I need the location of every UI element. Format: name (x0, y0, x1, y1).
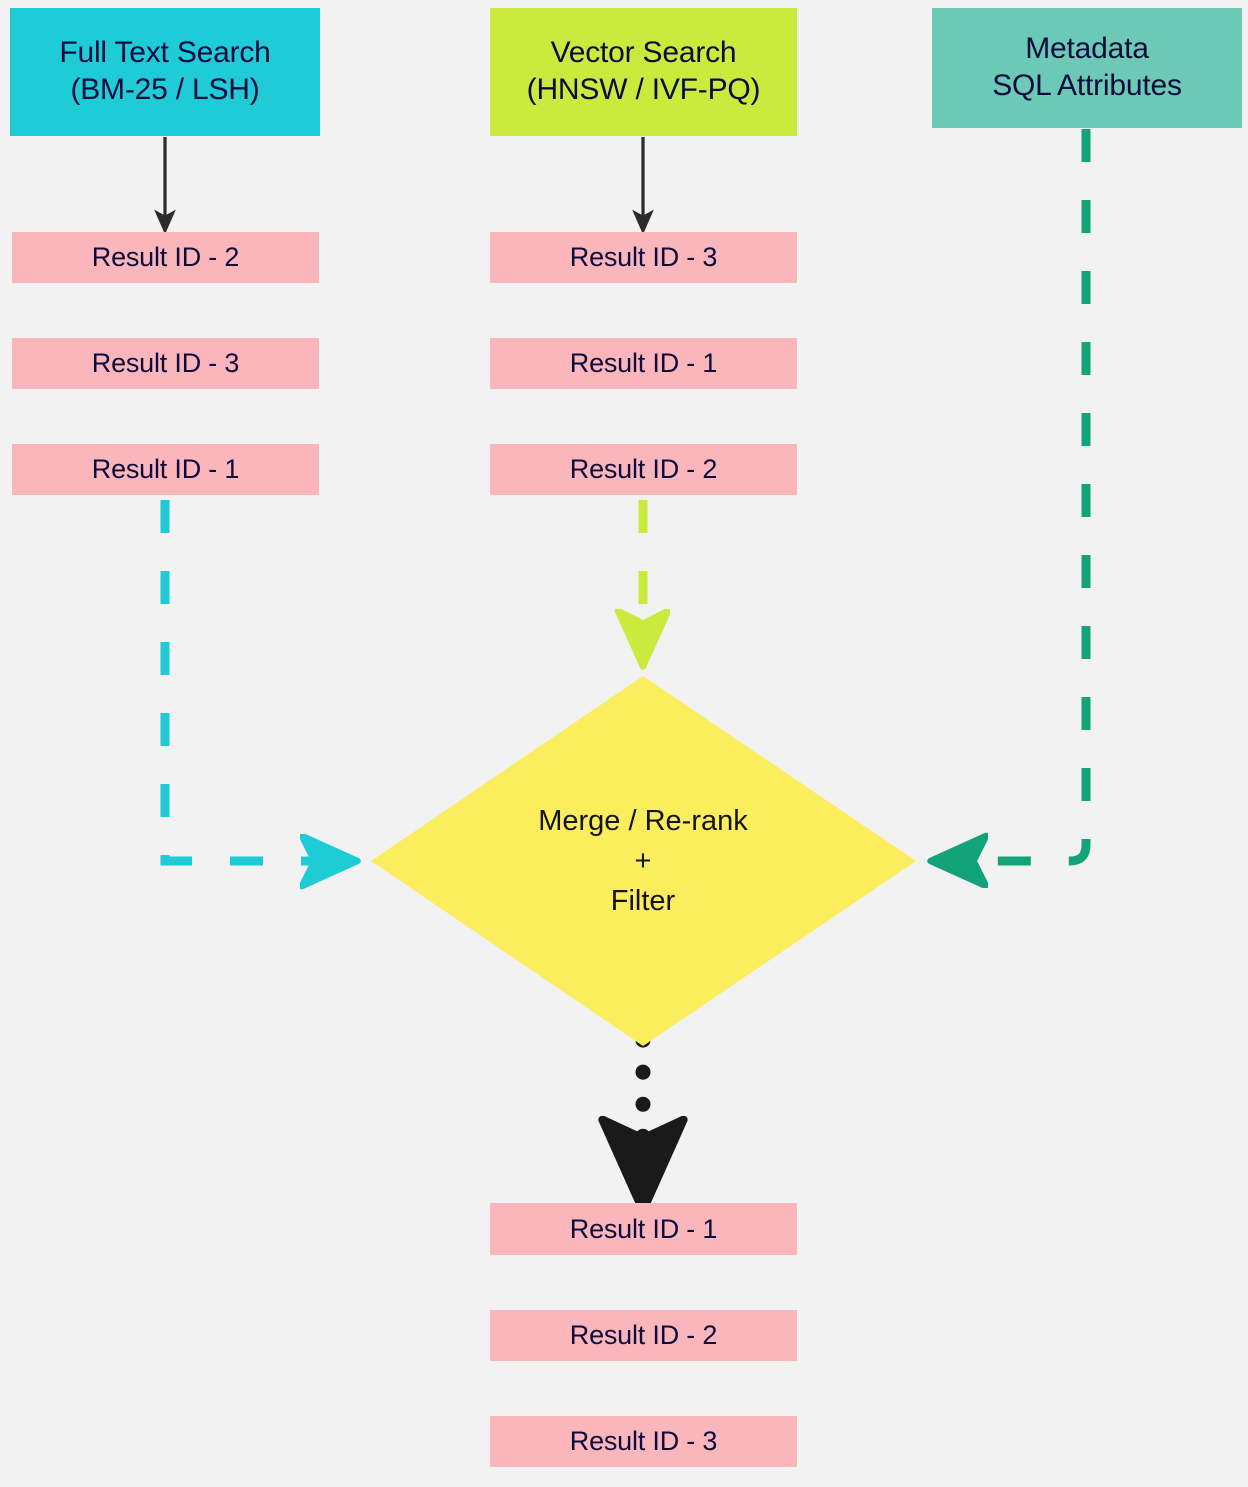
source-node-vector-search[interactable]: Vector Search (HNSW / IVF-PQ) (490, 8, 797, 136)
result-box-vector-2[interactable]: Result ID - 1 (490, 338, 797, 389)
result-box-vector-1[interactable]: Result ID - 3 (490, 232, 797, 283)
source-node-full-text-search[interactable]: Full Text Search (BM-25 / LSH) (10, 8, 320, 136)
edge-full-text-results-to-merge (160, 500, 336, 861)
result-box-full-text-1[interactable]: Result ID - 2 (12, 232, 319, 283)
result-box-final-2[interactable]: Result ID - 2 (490, 1310, 797, 1361)
result-box-full-text-2[interactable]: Result ID - 3 (12, 338, 319, 389)
result-box-full-text-3[interactable]: Result ID - 1 (12, 444, 319, 495)
source-node-metadata[interactable]: Metadata SQL Attributes (932, 8, 1242, 128)
result-box-final-1[interactable]: Result ID - 1 (490, 1203, 797, 1255)
result-box-final-3[interactable]: Result ID - 3 (490, 1416, 797, 1467)
edge-metadata-to-merge (952, 129, 1091, 861)
merge-node-label: Merge / Re-rank + Filter (538, 804, 748, 917)
result-box-vector-3[interactable]: Result ID - 2 (490, 444, 797, 495)
